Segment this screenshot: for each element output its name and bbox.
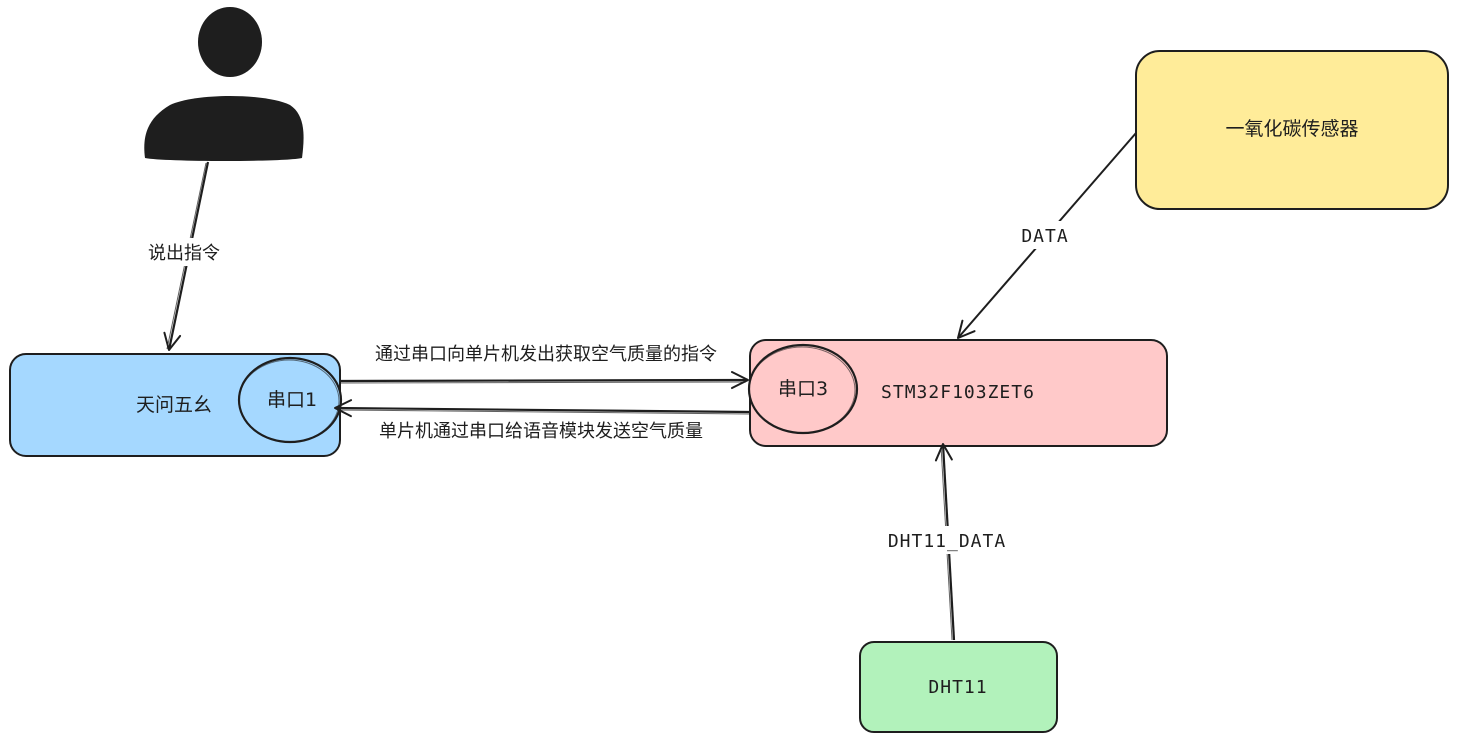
co-sensor-label: 一氧化碳传感器 bbox=[1225, 118, 1358, 140]
edge-label-speak-command: 说出指令 bbox=[148, 243, 220, 264]
edge-label-to-voice: 单片机通过串口给语音模块发送空气质量 bbox=[379, 421, 703, 442]
person-icon bbox=[144, 7, 304, 161]
edge-label-dht-data: DHT11_DATA bbox=[888, 531, 1006, 552]
dht11-node[interactable]: DHT11 bbox=[859, 641, 1058, 733]
tianwen-label: 天问五幺 bbox=[136, 394, 212, 416]
stm32-label: STM32F103ZET6 bbox=[881, 382, 1035, 403]
stm32-node[interactable]: STM32F103ZET6 bbox=[749, 339, 1168, 447]
port3-node[interactable]: 串口3 bbox=[747, 343, 859, 435]
edge-to-voice bbox=[334, 399, 750, 418]
edge-to-mcu bbox=[340, 371, 749, 390]
edge-label-to-mcu: 通过串口向单片机发出获取空气质量的指令 bbox=[375, 344, 717, 365]
edge-label-co-data: DATA bbox=[1021, 226, 1068, 247]
port1-node[interactable]: 串口1 bbox=[237, 356, 343, 444]
port1-label: 串口1 bbox=[267, 389, 317, 411]
dht11-label: DHT11 bbox=[928, 677, 987, 698]
port3-label: 串口3 bbox=[778, 378, 828, 400]
co-sensor-node[interactable]: 一氧化碳传感器 bbox=[1135, 50, 1449, 210]
